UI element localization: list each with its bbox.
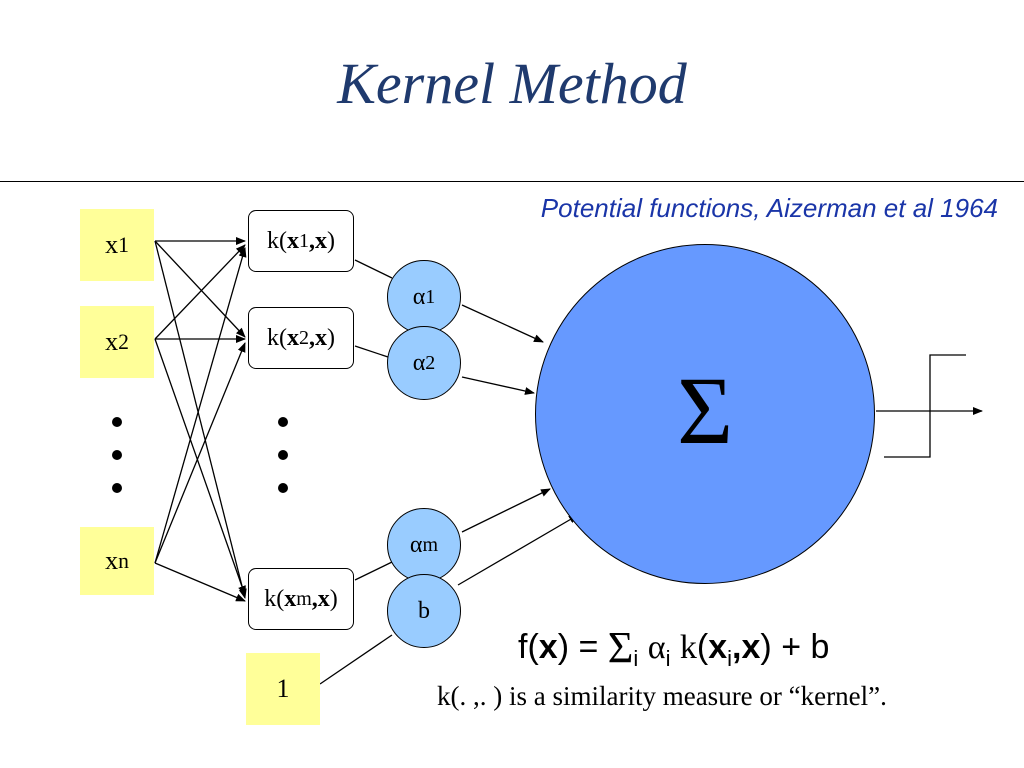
title-divider: [0, 181, 1024, 182]
kernel-comma: ,: [311, 585, 318, 612]
wire-am-sum: [461, 488, 551, 533]
wire-a1-sum: [461, 304, 544, 343]
formula-x: x: [538, 628, 558, 666]
kernel-xi: x: [284, 585, 297, 612]
weight-alpha-sub: 2: [425, 351, 436, 374]
ellipsis-dot: [112, 450, 122, 460]
weight-alpha-symbol: α: [412, 349, 426, 376]
wire-k1-a1: [354, 259, 393, 279]
formula-close: ) + b: [760, 628, 830, 666]
bias-input-label: 1: [276, 674, 290, 703]
weight-alpha-sub: 1: [425, 285, 436, 308]
wire-a2-sum: [461, 376, 535, 395]
step-function-icon: [884, 354, 966, 458]
wire-xn-km: [154, 562, 246, 602]
ellipsis-dot: [112, 483, 122, 493]
sigma-icon: Σ: [677, 357, 733, 464]
kernel-xi: x: [287, 227, 299, 254]
wire-k2-a2: [354, 345, 389, 358]
ellipsis-dot: [278, 483, 288, 493]
wire-km-am: [354, 561, 393, 581]
input-x2-label: x: [105, 327, 119, 356]
input-xn-label: x: [105, 546, 119, 575]
kernel-x: x: [315, 227, 327, 254]
kernel-suffix: ): [327, 227, 335, 254]
kernel-comma: ,: [309, 324, 315, 351]
wire-b-sum: [457, 514, 579, 586]
ellipsis-dot: [278, 450, 288, 460]
wire-x2-km: [154, 338, 246, 596]
formula-comma: ,: [732, 628, 742, 666]
summation-node: Σ: [535, 244, 875, 584]
wire-xn-k2: [154, 342, 246, 564]
bias-input: 1: [246, 653, 320, 725]
input-x2-sub: 2: [118, 329, 129, 354]
input-x1-sub: 1: [118, 232, 129, 257]
citation-subtitle: Potential functions, Aizerman et al 1964: [540, 193, 998, 223]
weight-bias-label: b: [418, 597, 430, 624]
kernel-sub: 1: [299, 229, 309, 252]
formula-sub-i: i: [633, 645, 639, 671]
decision-function-formula: f(x) = Σi αi k(xi,x) + b: [518, 622, 829, 673]
formula-sub-i: i: [727, 645, 733, 671]
kernel-x: x: [317, 585, 330, 612]
ellipsis-dot: [112, 417, 122, 427]
kernel-x: x: [315, 324, 327, 351]
formula-sub-i: i: [665, 645, 671, 671]
ellipsis-dot: [278, 417, 288, 427]
input-xn-sub: n: [118, 548, 129, 573]
weight-alpha-sub: m: [422, 533, 439, 556]
kernel-prefix: k(: [267, 227, 287, 254]
kernel-suffix: ): [327, 324, 335, 351]
wire-bias-b: [319, 634, 393, 685]
formula-alpha: α: [647, 629, 666, 666]
slide-title: Kernel Method: [337, 51, 687, 116]
kernel-xi: x: [287, 324, 299, 351]
formula-eq: ) =: [557, 628, 608, 666]
weight-alpha-symbol: α: [409, 531, 423, 558]
formula-f: f(: [518, 628, 539, 666]
formula-xi: x: [708, 628, 728, 666]
wire-xn-k1: [154, 247, 247, 564]
wire-x2-k1: [154, 244, 246, 340]
kernel-note: k(. ,. ) is a similarity measure or “ker…: [437, 681, 887, 711]
weight-bias-b: b: [387, 574, 461, 648]
kernel-sub: 2: [299, 326, 309, 349]
kernel-prefix: k(: [267, 324, 287, 351]
kernel-prefix: k(: [264, 585, 285, 612]
wire-x1-k2: [154, 240, 246, 338]
formula-open: (: [696, 628, 709, 666]
formula-sigma: Σ: [607, 623, 634, 672]
formula-k: k: [679, 629, 697, 666]
input-x1-label: x: [105, 230, 119, 259]
kernel-sub: m: [296, 587, 312, 610]
kernel-suffix: ): [329, 585, 338, 612]
kernel-comma: ,: [309, 227, 315, 254]
wire-x1-km: [154, 240, 247, 599]
weight-alpha-symbol: α: [412, 283, 426, 310]
formula-x2: x: [741, 628, 761, 666]
